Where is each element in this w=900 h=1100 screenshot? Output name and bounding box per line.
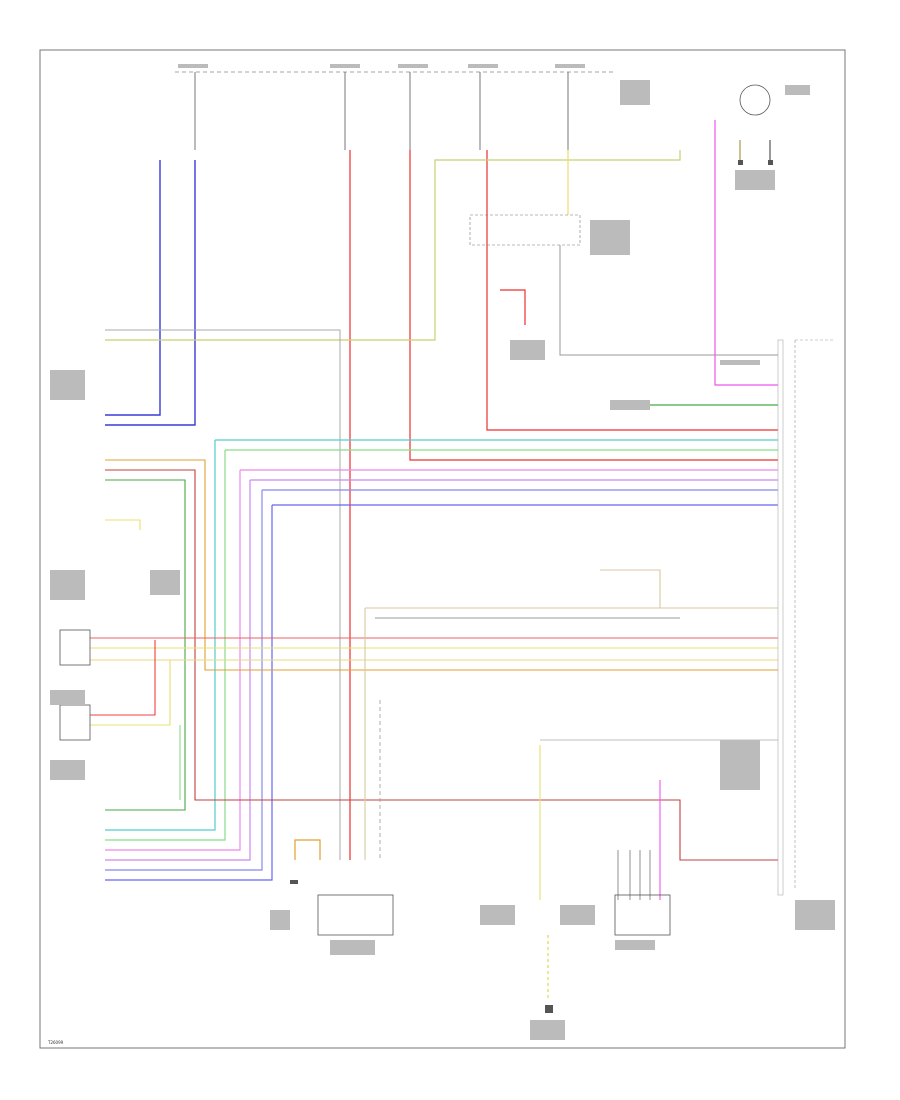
wire-blue-1 xyxy=(105,160,161,416)
wire-blue-2 xyxy=(105,160,196,426)
wire-magenta-right xyxy=(714,120,778,386)
figure-id: T26099 xyxy=(47,1040,64,1045)
diagram-border xyxy=(39,49,846,1049)
wire-gray-1 xyxy=(559,245,778,356)
right-connector xyxy=(777,339,835,896)
yaw-sensor-box xyxy=(614,894,671,936)
left-module-lines xyxy=(105,459,778,861)
sensor-pins xyxy=(617,850,651,900)
wire-red-2 xyxy=(409,150,778,461)
wire-orange-sensor xyxy=(294,839,321,860)
wire-gray-top xyxy=(105,329,341,860)
abs-module-box xyxy=(317,894,394,936)
wire-yellow-top xyxy=(105,150,681,341)
bus-lines xyxy=(105,439,778,881)
left-sensor-box-1 xyxy=(59,629,91,666)
wire-red-4 xyxy=(500,289,526,325)
horn-icon xyxy=(739,84,771,116)
relay-box xyxy=(469,214,581,246)
ground-icon xyxy=(290,160,773,1013)
wire-yellow-right xyxy=(600,569,661,608)
left-sensor-box-2 xyxy=(59,704,91,741)
label-marks xyxy=(50,64,835,1040)
fuse-group xyxy=(194,72,569,150)
wire-red-3 xyxy=(486,150,778,431)
middle-bundle xyxy=(90,607,778,860)
